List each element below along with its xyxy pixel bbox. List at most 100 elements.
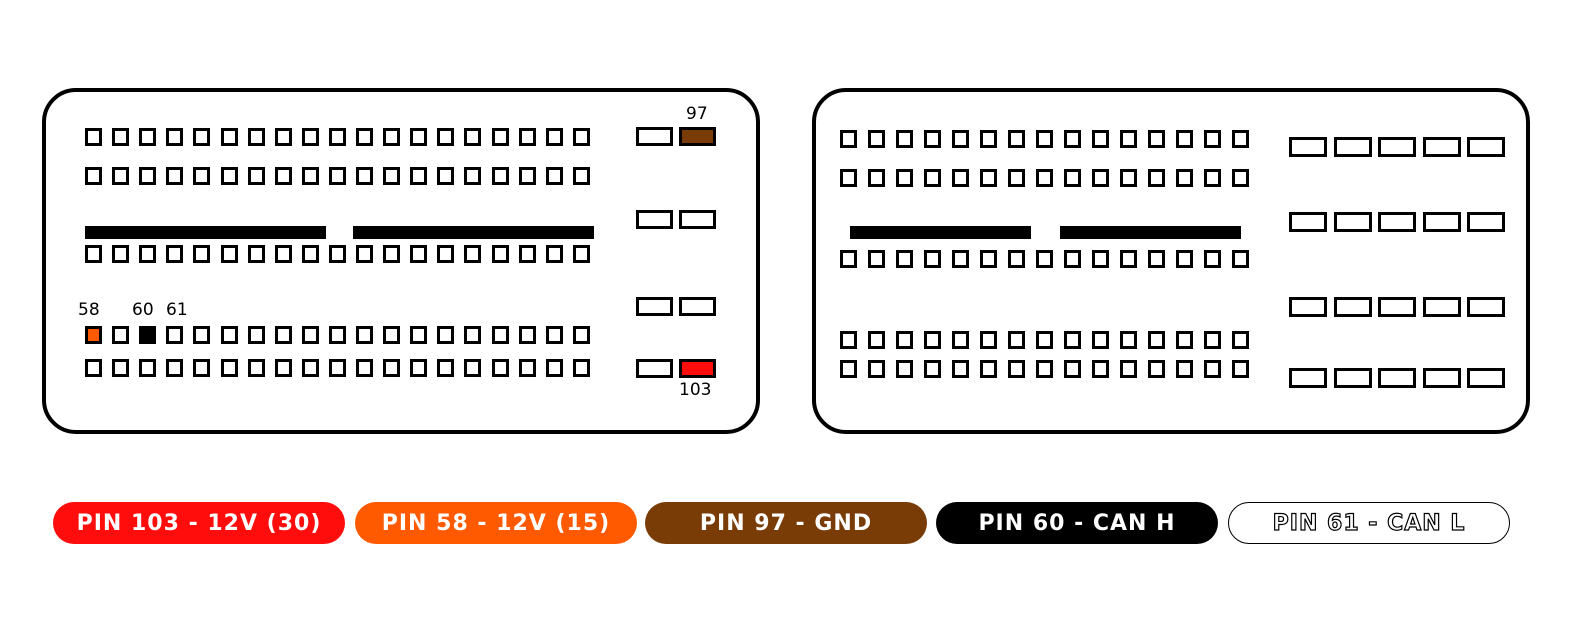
pin — [868, 130, 885, 148]
pin — [220, 167, 238, 185]
pin — [383, 245, 401, 263]
pin — [139, 167, 157, 185]
pin — [1232, 130, 1249, 148]
pin — [924, 250, 941, 268]
pin — [383, 167, 401, 185]
pin — [1232, 169, 1249, 187]
pin — [952, 360, 969, 378]
power-pin — [1467, 297, 1505, 317]
pin — [464, 245, 482, 263]
pin — [1008, 360, 1025, 378]
pin — [247, 359, 265, 377]
pin-label-60: 60 — [132, 300, 154, 320]
pin — [356, 245, 373, 263]
pin — [545, 128, 563, 146]
pin — [1176, 360, 1193, 378]
pin — [328, 326, 346, 344]
power-pin — [1289, 137, 1327, 157]
pin — [193, 128, 211, 146]
pin — [1008, 130, 1025, 148]
pin — [545, 245, 563, 263]
pin — [1092, 331, 1109, 349]
pin — [1036, 331, 1053, 349]
pin — [247, 326, 265, 344]
pin — [274, 128, 292, 146]
pin — [437, 167, 455, 185]
pin — [410, 359, 428, 377]
pin — [896, 169, 913, 187]
pin — [328, 167, 346, 185]
pin — [1232, 331, 1249, 349]
pin — [896, 331, 913, 349]
pin — [952, 169, 969, 187]
legend-label: PIN 103 - 12V (30) — [76, 510, 322, 536]
pin — [437, 326, 455, 344]
pin — [1148, 130, 1165, 148]
power-pin — [1467, 137, 1505, 157]
pin — [274, 359, 292, 377]
pin-label-61: 61 — [166, 300, 188, 320]
pin — [301, 245, 319, 263]
power-pin — [1289, 297, 1327, 317]
pin — [1008, 169, 1025, 187]
pin-label-103: 103 — [679, 380, 712, 400]
pin — [572, 128, 590, 146]
power-pin — [679, 297, 716, 316]
pin — [410, 245, 428, 263]
pin — [1092, 250, 1109, 268]
power-pin — [1289, 212, 1327, 232]
legend-item: PIN 103 - 12V (30) — [53, 502, 345, 544]
power-pin — [636, 127, 673, 146]
pin — [840, 360, 857, 378]
pin-label-58: 58 — [78, 300, 100, 320]
pin — [328, 359, 346, 377]
pin — [301, 167, 319, 185]
pin — [410, 167, 428, 185]
power-pin — [636, 297, 673, 316]
pin — [1232, 250, 1249, 268]
pin — [518, 167, 536, 185]
power-pin — [1378, 137, 1416, 157]
pin — [1204, 331, 1221, 349]
pin — [356, 359, 373, 377]
legend-item: PIN 58 - 12V (15) — [355, 502, 637, 544]
pin — [112, 128, 130, 146]
power-pin — [679, 210, 716, 229]
pin — [980, 331, 997, 349]
legend-item: PIN 97 - GND — [645, 502, 927, 544]
power-pin — [1378, 212, 1416, 232]
pin — [1064, 360, 1081, 378]
pin — [1008, 250, 1025, 268]
power-pin — [1467, 368, 1505, 388]
pin — [896, 130, 913, 148]
pin — [464, 326, 482, 344]
pin — [868, 360, 885, 378]
pin — [166, 326, 184, 344]
pin — [356, 326, 373, 344]
pin — [1092, 130, 1109, 148]
pin — [1036, 169, 1053, 187]
pin — [840, 250, 857, 268]
pin — [1204, 130, 1221, 148]
pin — [840, 130, 857, 148]
pin — [1120, 130, 1137, 148]
legend-item: PIN 60 - CAN H — [936, 502, 1218, 544]
pin — [952, 130, 969, 148]
pin — [1204, 169, 1221, 187]
power-pin — [636, 210, 673, 229]
pin — [1064, 130, 1081, 148]
power-pin — [1422, 212, 1461, 232]
pin — [85, 326, 102, 344]
pin — [166, 359, 184, 377]
pin — [139, 326, 157, 344]
pin — [1148, 250, 1165, 268]
pin — [572, 245, 590, 263]
pin — [1064, 169, 1081, 187]
pin — [410, 326, 428, 344]
pin — [1176, 169, 1193, 187]
pin — [1120, 360, 1137, 378]
pin — [437, 359, 455, 377]
pin — [274, 167, 292, 185]
pin — [491, 167, 509, 185]
pin — [896, 250, 913, 268]
